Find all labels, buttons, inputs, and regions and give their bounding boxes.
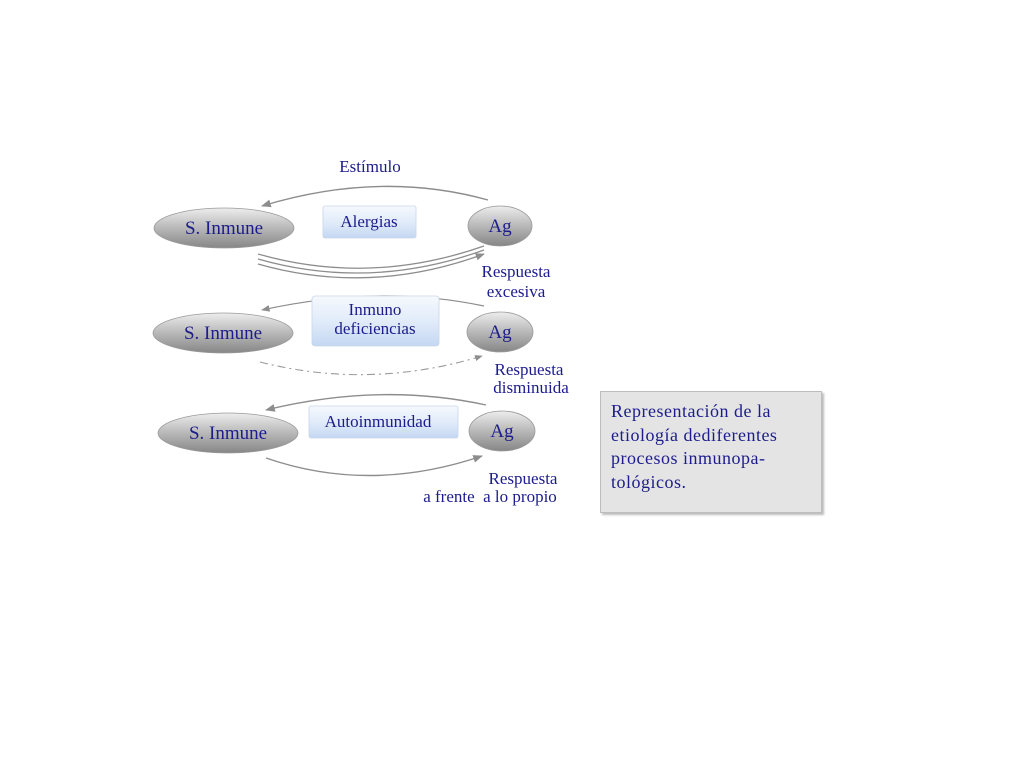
stimulus-arrow — [265, 393, 487, 412]
response-label-line-2: excesiva — [487, 282, 546, 301]
response-label-line-1: Respuesta — [489, 469, 558, 488]
immunodeficiencies-box — [311, 295, 440, 347]
autoimmunity-label: Autoinmunidad — [325, 412, 432, 431]
response-label-line-2: a frente a lo propio — [423, 487, 557, 506]
caption-line: etiología dediferentes — [611, 424, 778, 445]
caption-box: Representación de la etiología dediferen… — [600, 391, 822, 513]
row-allergies: S. Inmune Ag Alergias Respuesta excesiva — [153, 185, 551, 301]
excessive-response-arrow — [257, 245, 485, 279]
caption-line: tológicos. — [611, 471, 687, 492]
antigen-ellipse — [468, 410, 536, 452]
antigen-label: Ag — [488, 322, 512, 343]
stimulus-arrow — [261, 185, 489, 208]
immune-system-ellipse — [152, 312, 294, 354]
immune-system-label: S. Inmune — [184, 323, 262, 344]
row-immunodeficiencies: S. Inmune Ag Inmuno deficiencias Respues… — [152, 295, 569, 397]
immune-system-ellipse — [153, 207, 295, 249]
antigen-ellipse — [467, 205, 533, 247]
antigen-label: Ag — [488, 216, 512, 237]
immunodeficiencies-label-line-2: deficiencias — [334, 319, 415, 338]
stimulus-label: Estímulo — [339, 157, 400, 176]
row-autoimmunity: S. Inmune Ag Autoinmunidad Respuesta a f… — [157, 393, 558, 506]
antigen-label: Ag — [490, 421, 514, 442]
caption-line: Representación de la — [611, 401, 771, 421]
allergies-box — [322, 205, 417, 239]
immune-system-label: S. Inmune — [189, 423, 267, 444]
self-response-arrow — [265, 455, 483, 477]
diminished-response-arrow — [259, 355, 483, 376]
caption-line: procesos inmunopa- — [611, 448, 766, 468]
response-label-line-1: Respuesta — [495, 360, 564, 379]
allergies-label: Alergias — [340, 212, 397, 231]
response-label-line-1: Respuesta — [482, 262, 551, 281]
autoimmunity-box — [308, 405, 459, 439]
immune-system-label: S. Inmune — [185, 218, 263, 239]
immune-system-ellipse — [157, 412, 299, 454]
antigen-ellipse — [466, 311, 534, 353]
response-label-line-2: disminuida — [493, 378, 569, 397]
immunodeficiencies-label-line-1: Inmuno — [349, 300, 402, 319]
